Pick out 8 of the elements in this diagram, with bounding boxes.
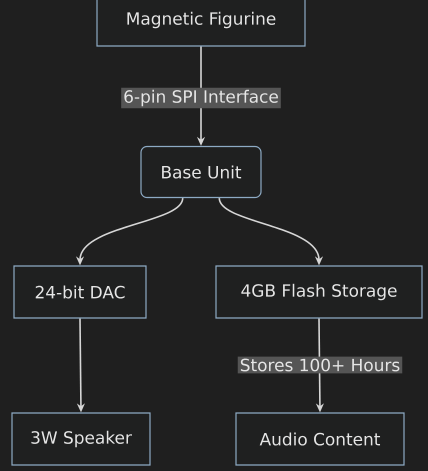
process-box: Magnetic Figurine <box>96 0 306 47</box>
process-box: 3W Speaker <box>11 412 151 466</box>
process-box: Base Unit <box>140 146 262 198</box>
edge-label: 6-pin SPI Interface <box>121 88 281 108</box>
process-box: Audio Content <box>235 412 405 466</box>
process-box: 4GB Flash Storage <box>215 265 423 319</box>
edge-label: Stores 100+ Hours <box>238 356 402 374</box>
process-box: 24-bit DAC <box>13 265 147 319</box>
